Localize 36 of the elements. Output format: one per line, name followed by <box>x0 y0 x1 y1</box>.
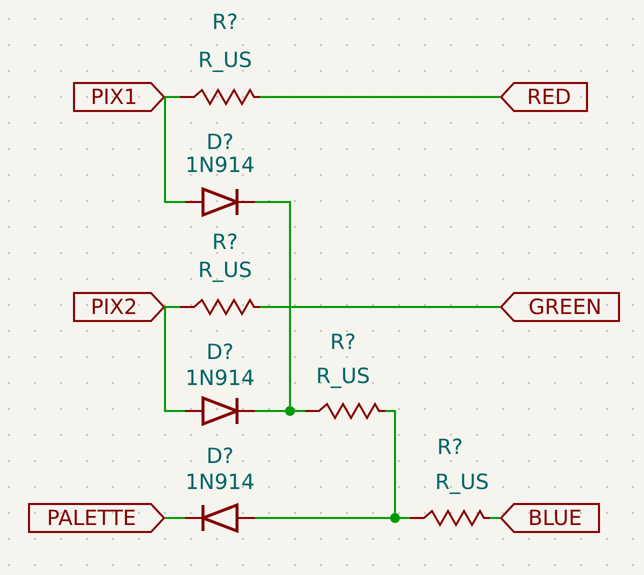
hierarchical-label: PIX1 <box>73 82 165 112</box>
wire <box>490 517 500 519</box>
wire <box>260 306 500 308</box>
reference-designator: R? <box>212 230 238 254</box>
hierarchical-label: GREEN <box>500 292 620 322</box>
component-value: 1N914 <box>185 366 255 390</box>
wire <box>400 517 410 519</box>
component-value: R_US <box>316 364 370 388</box>
wire <box>255 517 390 519</box>
wire <box>385 410 396 513</box>
component-value: 1N914 <box>185 153 255 177</box>
hierarchical-label: PALETTE <box>28 503 165 533</box>
junction-dot <box>390 513 400 523</box>
component-value: R_US <box>198 48 252 72</box>
wire <box>255 410 285 412</box>
reference-designator: D? <box>206 130 234 154</box>
reference-designator: D? <box>206 340 234 364</box>
wire <box>165 96 180 98</box>
hierarchical-label: RED <box>500 82 588 112</box>
wire <box>165 306 180 308</box>
reference-designator: R? <box>212 10 238 34</box>
wire <box>164 307 185 412</box>
reference-designator: R? <box>330 330 356 354</box>
component-value: R_US <box>198 258 252 282</box>
reference-designator: R? <box>437 435 463 459</box>
reference-designator: D? <box>206 444 234 468</box>
wire <box>255 201 291 406</box>
hierarchical-label: PIX2 <box>73 292 165 322</box>
wire <box>260 96 500 98</box>
wire <box>164 97 185 203</box>
hierarchical-label: BLUE <box>500 503 600 533</box>
component-value: R_US <box>435 470 489 494</box>
wire <box>295 410 305 412</box>
component-value: 1N914 <box>185 470 255 494</box>
wire <box>165 517 185 519</box>
junction-dot <box>285 406 295 416</box>
